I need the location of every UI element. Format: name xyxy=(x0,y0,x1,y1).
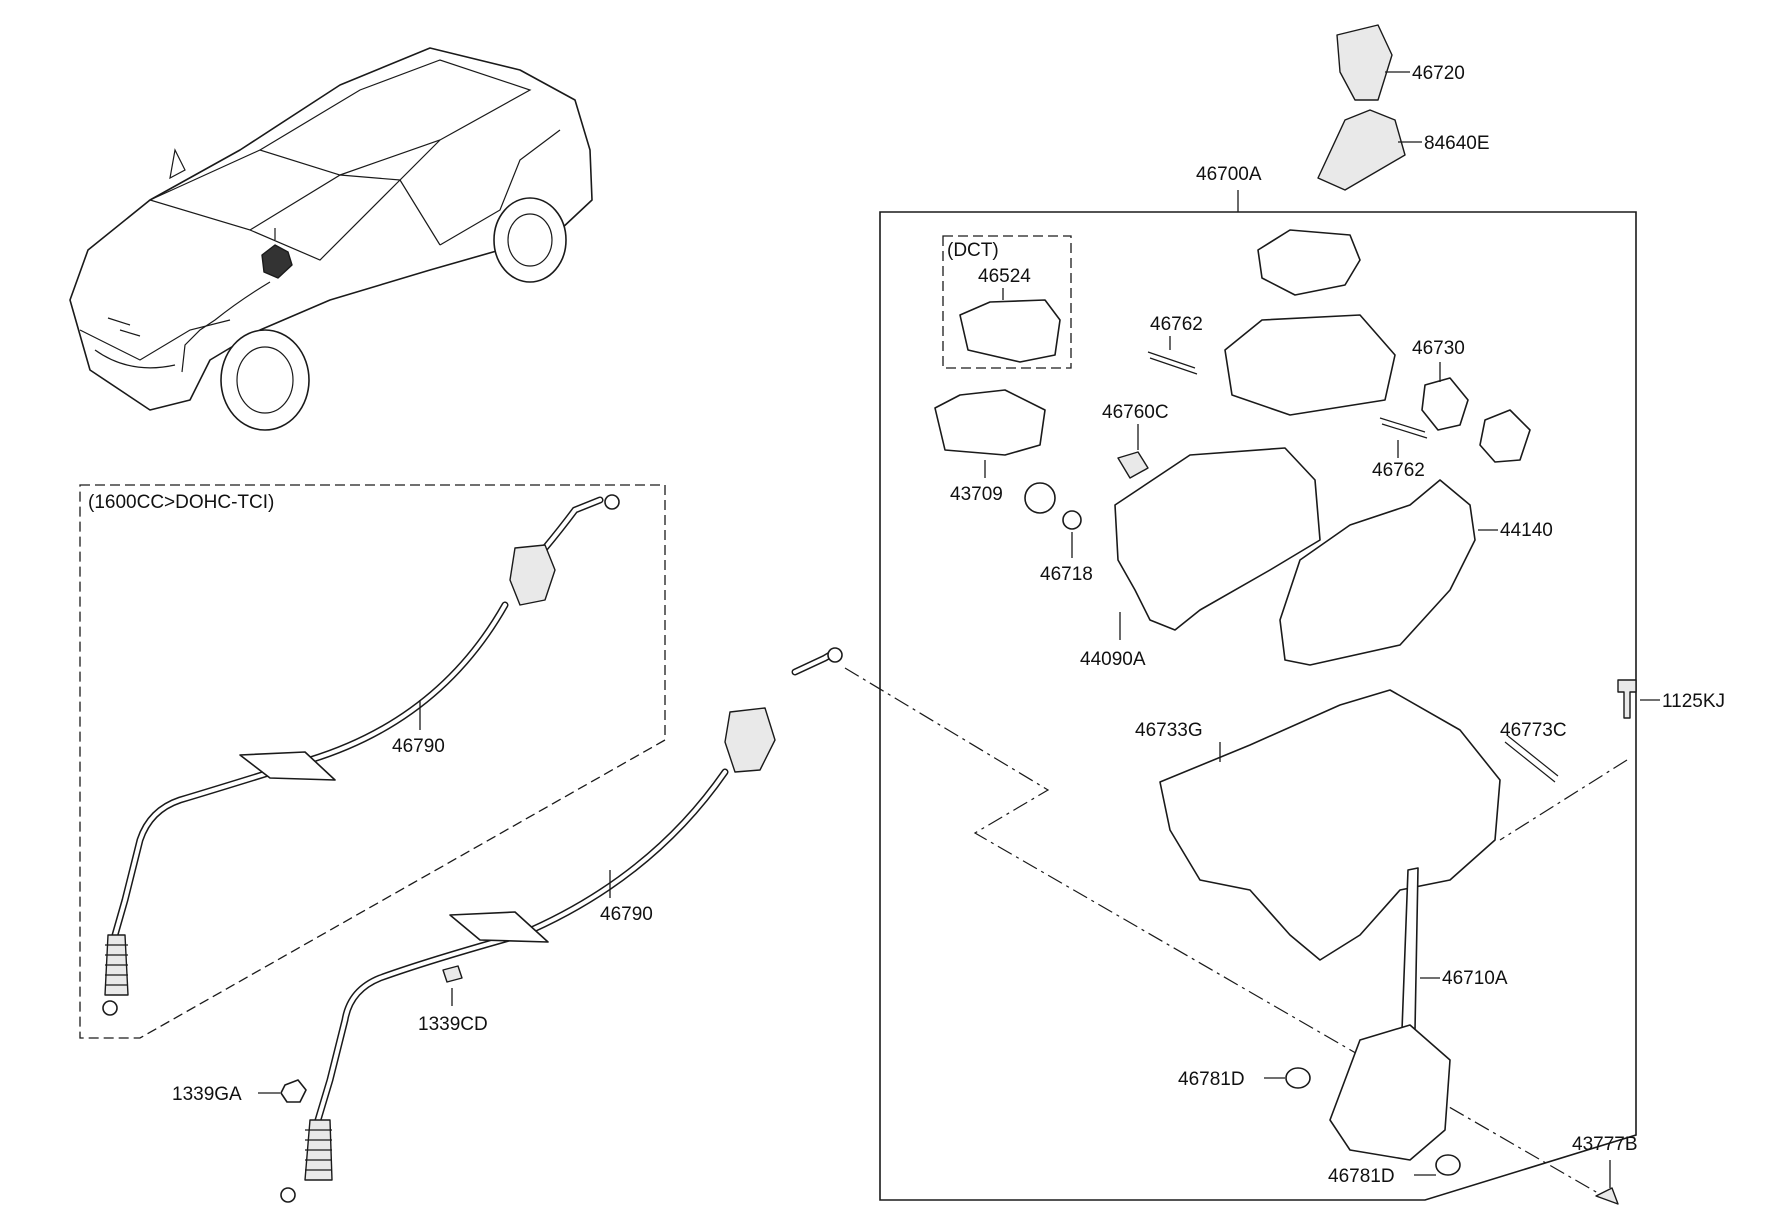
solenoid-shape xyxy=(934,389,1046,456)
label-84640E: 84640E xyxy=(1424,133,1490,154)
housing-shape xyxy=(1279,479,1476,666)
cable-bottom xyxy=(280,647,843,1203)
label-46700A: 46700A xyxy=(1196,164,1262,185)
lever-shape xyxy=(1401,867,1419,1031)
bushing-lower-shape xyxy=(1435,1154,1461,1176)
label-46762-upper: 46762 xyxy=(1150,314,1203,335)
label-46790-top: 46790 xyxy=(392,736,445,757)
bracket-shape xyxy=(1421,377,1469,431)
label-46718: 46718 xyxy=(1040,564,1093,585)
label-46710A: 46710A xyxy=(1442,968,1508,989)
label-43709: 43709 xyxy=(950,484,1003,505)
engine-variant-label: (1600CC>DOHC-TCI) xyxy=(88,492,274,513)
label-46720: 46720 xyxy=(1412,63,1465,84)
boot-shape xyxy=(1317,109,1406,191)
label-1339GA: 1339GA xyxy=(172,1084,242,1105)
label-46762-lower: 46762 xyxy=(1372,460,1425,481)
label-46790-bottom: 46790 xyxy=(600,904,653,925)
housing-base-shape xyxy=(1114,447,1321,631)
bolt-shape xyxy=(1617,679,1637,719)
label-44090A: 44090A xyxy=(1080,649,1146,670)
label-46524: 46524 xyxy=(978,266,1031,287)
switch-shape xyxy=(1117,451,1149,479)
bushing-upper-shape xyxy=(1285,1067,1311,1089)
label-1125KJ: 1125KJ xyxy=(1662,691,1725,712)
label-1339CD: 1339CD xyxy=(418,1014,488,1035)
cable-top xyxy=(102,494,620,1016)
dct-variant-box xyxy=(942,235,1072,369)
assembly-box xyxy=(879,211,1637,1201)
label-46760C: 46760C xyxy=(1102,402,1169,423)
pin-lower-shape xyxy=(1379,417,1428,439)
cable-route-line xyxy=(844,667,1611,1201)
engine-variant-box xyxy=(79,484,666,1039)
pin-upper-shape xyxy=(1147,351,1198,375)
label-43777B: 43777B xyxy=(1572,1134,1638,1155)
label-44140: 44140 xyxy=(1500,520,1553,541)
label-46730: 46730 xyxy=(1412,338,1465,359)
gate-cover-shape xyxy=(1257,229,1361,296)
label-46781D-upper: 46781D xyxy=(1178,1069,1245,1090)
knob-shape xyxy=(1336,24,1393,101)
indicator-housing-shape xyxy=(1224,314,1396,416)
bushing-shape xyxy=(1062,510,1082,530)
clip-shape xyxy=(442,965,463,983)
base-bracket-shape xyxy=(1159,689,1501,961)
spring-pin-shape xyxy=(1504,735,1559,783)
pin-shape xyxy=(1595,1187,1619,1205)
label-46733G: 46733G xyxy=(1135,720,1203,741)
nut-shape xyxy=(280,1079,307,1103)
label-46773C: 46773C xyxy=(1500,720,1567,741)
label-46781D-lower: 46781D xyxy=(1328,1166,1395,1187)
dct-variant-label: (DCT) xyxy=(947,240,999,261)
car-illustration xyxy=(69,47,593,431)
dct-unit-shape xyxy=(959,299,1061,363)
